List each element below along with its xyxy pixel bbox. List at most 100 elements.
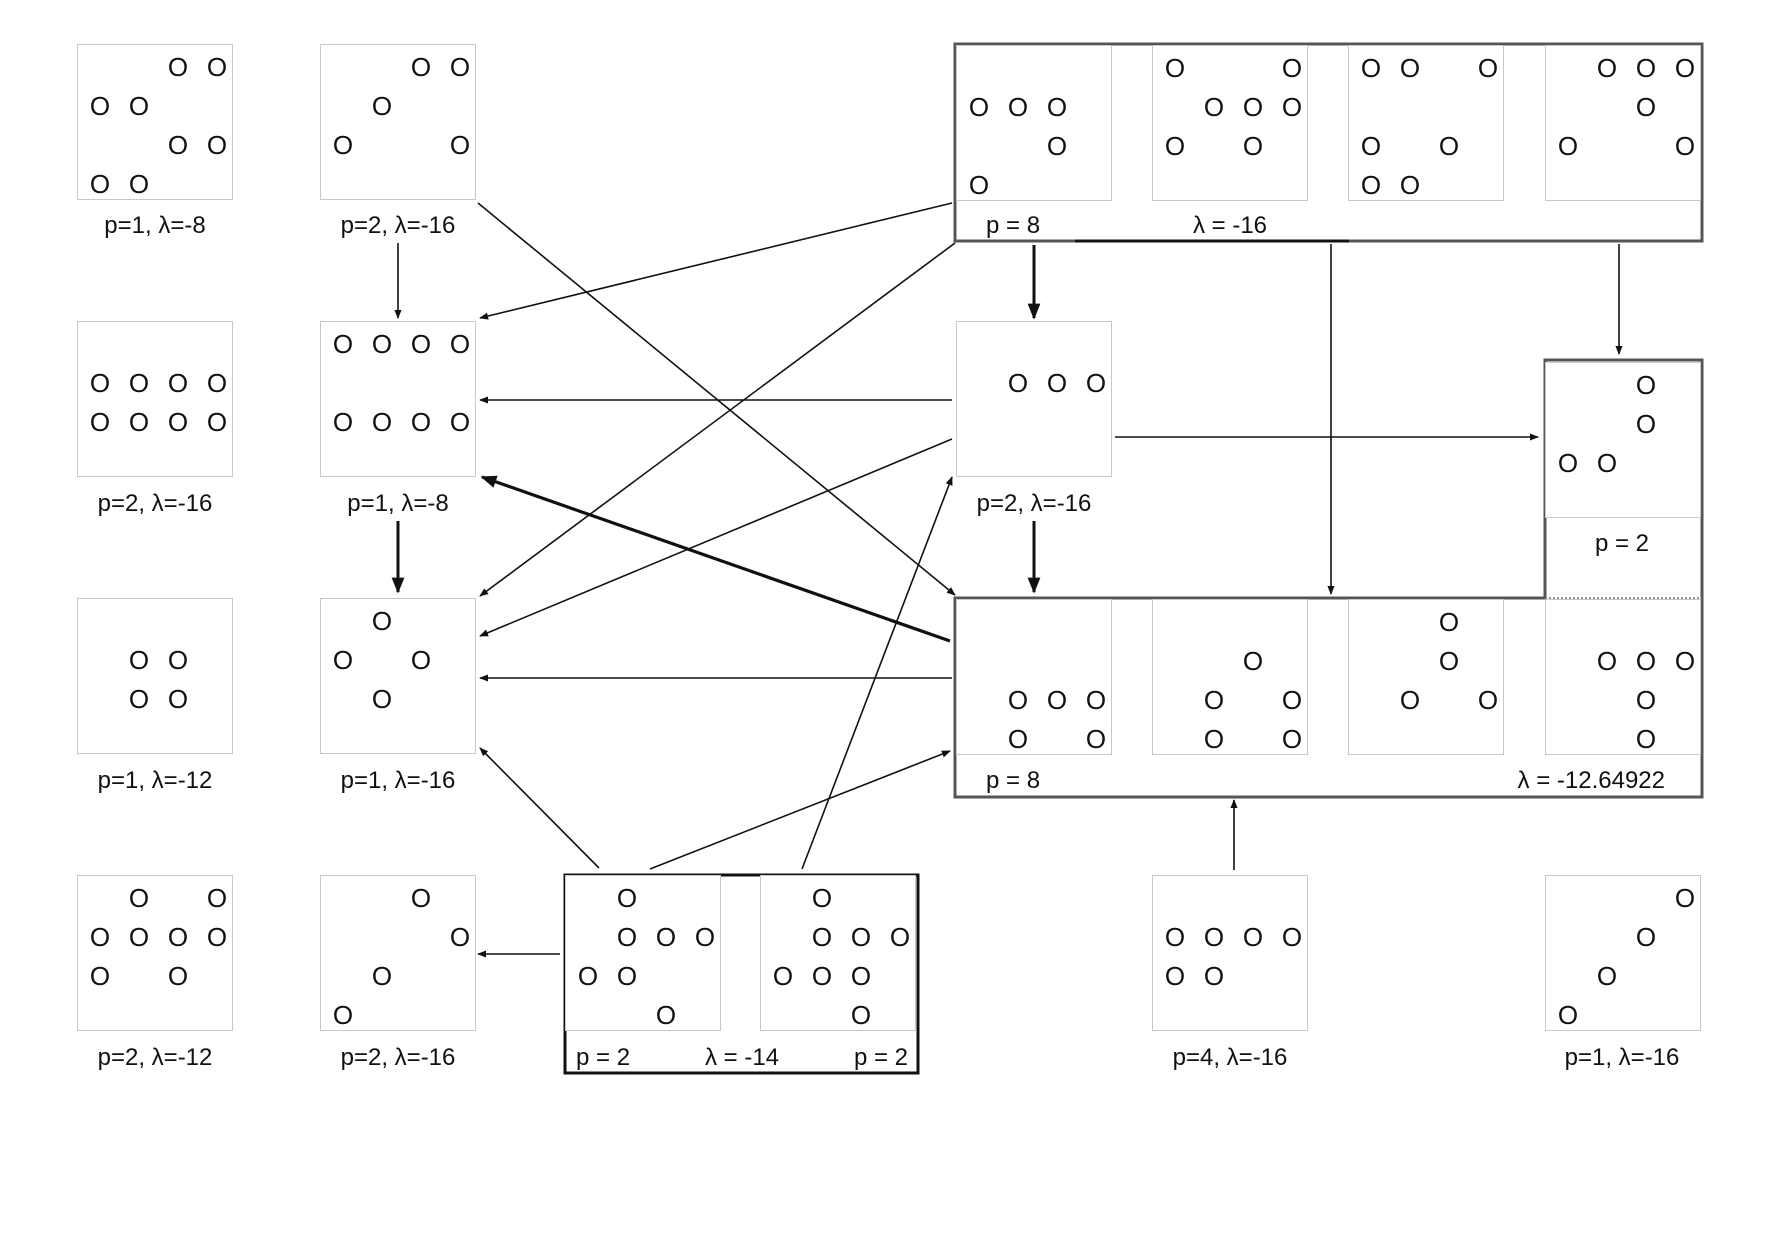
stone: O [410,407,432,437]
group-caption-eigenvalue: λ = -16 [1192,212,1268,239]
stone: O [1242,922,1264,952]
group-caption-periodicity: p = 8 [986,212,1041,239]
stone: O [449,52,471,82]
tile-caption: p=1, λ=-12 [97,767,213,794]
stone: O [1477,685,1499,715]
stone: O [1674,883,1696,913]
stone: O [1164,53,1186,83]
tile-caption: p=2, λ=-16 [976,490,1092,517]
stone: O [1557,131,1579,161]
stone: O [1557,448,1579,478]
stone: O [1046,685,1068,715]
stone: O [1281,92,1303,122]
stone: O [332,645,354,675]
stone: O [449,922,471,952]
tile-caption: p=1, λ=-8 [347,490,449,517]
stone: O [1281,53,1303,83]
stone: O [1477,53,1499,83]
stone: O [1203,685,1225,715]
arrow-a3 [479,202,953,320]
stone: O [811,883,833,913]
arrows [391,202,1623,958]
stone: O [89,91,111,121]
stone: O [1635,370,1657,400]
stone: O [449,407,471,437]
group-caption-eigenvalue: λ = -12.64922 [1517,767,1665,794]
stone: O [1399,170,1421,200]
stone: O [167,407,189,437]
stone: O [1596,53,1618,83]
stone: O [128,883,150,913]
tile-caption: p=2, λ=-16 [97,490,213,517]
stone: O [167,130,189,160]
stone: O [1281,685,1303,715]
stone: O [167,645,189,675]
stone: O [1203,92,1225,122]
stone: O [371,407,393,437]
stone: O [332,130,354,160]
stone: O [1438,131,1460,161]
stone: O [1164,922,1186,952]
stone: O [167,961,189,991]
stone: O [850,961,872,991]
stone: O [1399,685,1421,715]
stone: O [89,961,111,991]
stone: O [889,922,911,952]
stone: O [1281,922,1303,952]
stone: O [167,684,189,714]
tile-caption: p=2, λ=-12 [97,1044,213,1071]
stone: O [89,169,111,199]
stone: O [1242,646,1264,676]
stone: O [1046,131,1068,161]
stone: O [1635,92,1657,122]
arrow-a2 [477,202,956,596]
stone: O [1007,724,1029,754]
stone: O [1164,131,1186,161]
stone: O [128,645,150,675]
stone: O [1635,409,1657,439]
stone: O [1674,131,1696,161]
stone: O [128,169,150,199]
arrow-a13 [480,475,951,643]
stone: O [1596,961,1618,991]
tile-caption: p=4, λ=-16 [1172,1044,1288,1071]
group-caption-periodicity: p = 2 [1594,530,1650,557]
stone: O [968,170,990,200]
arrow-a9 [479,438,953,637]
stone: O [811,922,833,952]
stone: O [616,922,638,952]
stone: O [410,883,432,913]
stone: O [1242,131,1264,161]
stone: O [694,922,716,952]
tile-caption: p=1, λ=-16 [1564,1044,1680,1071]
group-caption-periodicity: p = 2 [853,1044,908,1071]
stone: O [206,922,228,952]
stone: O [1007,92,1029,122]
stone: O [1164,961,1186,991]
stone: O [128,922,150,952]
tile-caption: p=1, λ=-8 [104,212,206,239]
stone: O [1635,724,1657,754]
stone: O [1635,685,1657,715]
stone: O [128,368,150,398]
stone: O [128,407,150,437]
stone: O [811,961,833,991]
stone: O [1085,724,1107,754]
